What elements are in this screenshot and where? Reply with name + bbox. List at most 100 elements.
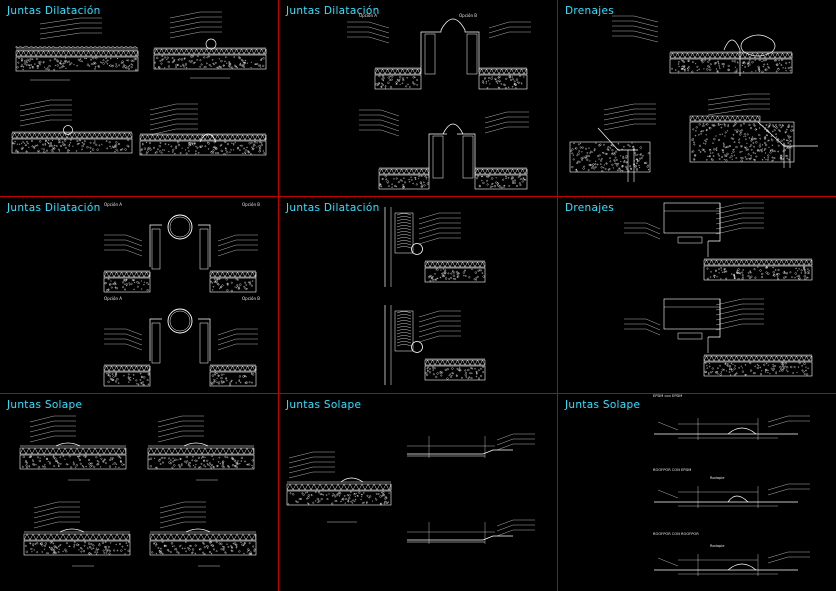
line-work	[418, 310, 440, 318]
line-work	[125, 338, 143, 346]
line-work	[379, 175, 430, 189]
panel-title: Juntas Dilatación	[7, 202, 101, 214]
line-work	[23, 540, 131, 556]
line-work	[707, 103, 749, 111]
line-work	[633, 25, 659, 33]
line-work	[645, 222, 661, 230]
line-work	[286, 490, 392, 506]
line-work	[603, 108, 635, 116]
line-work	[496, 529, 514, 537]
line-work	[767, 488, 789, 496]
line-work	[488, 31, 510, 39]
vertical-divider-1	[278, 0, 279, 591]
line-work	[103, 271, 151, 278]
line-work	[19, 119, 51, 127]
line-work	[199, 322, 209, 364]
section-label: Rodapie	[710, 544, 725, 548]
line-work	[23, 533, 131, 541]
line-work	[420, 30, 442, 72]
line-work	[199, 228, 209, 270]
line-work	[12, 139, 130, 153]
line-work	[727, 563, 757, 571]
line-work	[217, 244, 237, 252]
line-work	[767, 483, 789, 491]
line-work	[380, 119, 400, 127]
line-work	[23, 533, 131, 541]
line-work	[217, 249, 237, 257]
line-work	[380, 114, 400, 122]
line-work	[149, 224, 162, 267]
line-work	[703, 259, 813, 266]
line-work	[645, 328, 661, 336]
line-work	[703, 265, 813, 281]
line-work	[140, 140, 266, 156]
line-work	[457, 133, 476, 178]
line-work	[29, 430, 55, 438]
detail-drawing	[654, 415, 810, 576]
line-work	[715, 308, 743, 316]
line-work	[209, 371, 257, 387]
panel-juntas-solape-3: Juntas Solape EPDM con EPDM Rodapie ROOF…	[558, 394, 836, 591]
line-work	[767, 556, 789, 564]
line-work	[603, 118, 635, 126]
line-work	[633, 20, 659, 28]
line-work	[29, 420, 55, 428]
line-work	[157, 425, 183, 433]
line-work	[139, 134, 267, 141]
line-work	[424, 359, 486, 366]
line-work	[691, 122, 794, 162]
line-work	[149, 318, 162, 361]
line-work	[708, 203, 721, 242]
line-work	[125, 244, 143, 252]
line-work	[217, 234, 237, 242]
line-work	[411, 243, 423, 255]
detail-drawing	[103, 214, 258, 387]
line-work	[368, 21, 390, 29]
line-work	[11, 132, 133, 139]
line-work	[378, 168, 430, 175]
line-work	[157, 435, 183, 443]
line-work	[657, 489, 679, 499]
line-work	[677, 236, 703, 244]
line-work	[217, 333, 237, 341]
line-work	[645, 227, 661, 235]
line-work	[484, 121, 508, 129]
line-work	[19, 109, 51, 117]
panel-title: Juntas Solape	[565, 399, 641, 411]
line-work	[474, 168, 528, 175]
line-work	[378, 168, 430, 175]
line-work	[474, 174, 528, 190]
line-work	[103, 365, 151, 372]
line-work	[428, 133, 447, 178]
line-work	[149, 113, 177, 121]
line-work	[478, 68, 528, 75]
line-work	[715, 313, 743, 321]
line-work	[159, 516, 185, 524]
line-work	[159, 501, 185, 509]
line-work	[169, 26, 201, 34]
line-work	[125, 333, 143, 341]
line-work	[663, 202, 721, 234]
line-work	[411, 341, 423, 353]
detail-drawing	[19, 415, 257, 567]
line-work	[149, 118, 177, 126]
line-work	[24, 541, 130, 555]
line-work	[15, 56, 139, 72]
line-work	[169, 16, 201, 24]
option-label: Opción B	[459, 13, 477, 18]
line-work	[715, 207, 743, 215]
line-work	[368, 31, 390, 39]
line-work	[153, 54, 267, 70]
line-work	[418, 330, 440, 338]
panel-juntas-solape-1: Juntas Solape	[0, 394, 278, 591]
detail-drawing	[347, 18, 531, 190]
line-work	[424, 33, 436, 75]
line-work	[378, 174, 430, 190]
line-work	[147, 447, 255, 455]
line-work	[418, 222, 440, 230]
line-work	[418, 315, 440, 323]
line-work	[466, 33, 478, 75]
line-work	[185, 528, 211, 533]
line-work	[19, 99, 51, 107]
line-work	[169, 11, 201, 19]
